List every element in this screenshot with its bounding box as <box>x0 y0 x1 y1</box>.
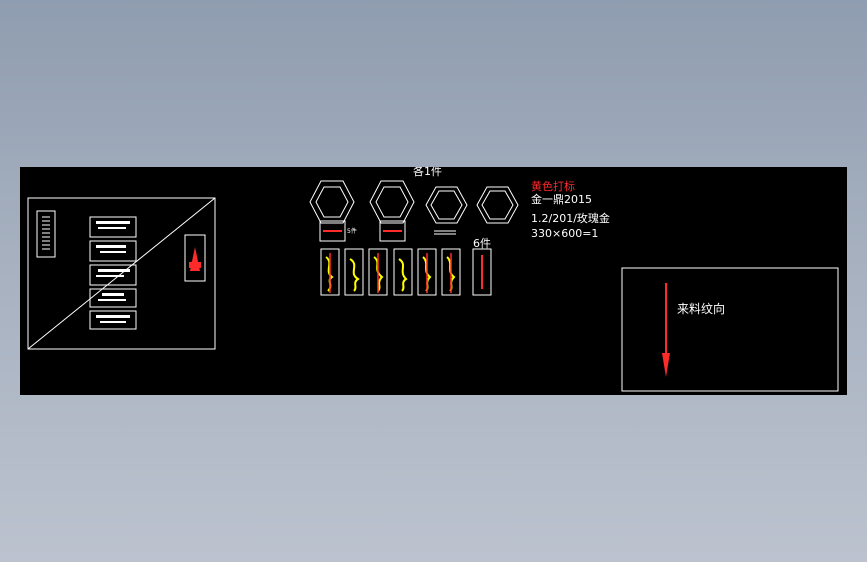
hex-pendant-2 <box>369 180 415 242</box>
arrow-down-icon <box>662 353 670 377</box>
left-plate-stack <box>89 216 137 330</box>
top-quantity-label: 各1件 <box>413 167 442 178</box>
small-qty-tag: 5件 <box>347 227 357 235</box>
spec-size-line: 330×600=1 <box>531 227 598 240</box>
spec-color-note: 黄色打标 <box>531 179 575 193</box>
spec-brand-line: 金一鼎2015 <box>531 192 592 206</box>
hex-ring-4 <box>476 186 519 224</box>
left-sheet-frame <box>27 197 216 350</box>
six-piece-label: 6件 <box>473 237 491 250</box>
grain-direction-box <box>621 267 839 392</box>
spec-material-line: 1.2/201/玫瑰金 <box>531 211 610 225</box>
cad-drawing-area: 各1件 5件 6件 <box>20 167 847 395</box>
hex-pendant-1 <box>309 180 355 242</box>
left-doc-panel <box>36 210 56 258</box>
red-bar-tile <box>472 248 492 296</box>
engraved-tile-row <box>320 248 461 296</box>
hex-ring-3 <box>425 186 468 235</box>
grain-direction-label: 来料纹向 <box>677 301 725 316</box>
left-red-mark-panel <box>184 234 206 282</box>
